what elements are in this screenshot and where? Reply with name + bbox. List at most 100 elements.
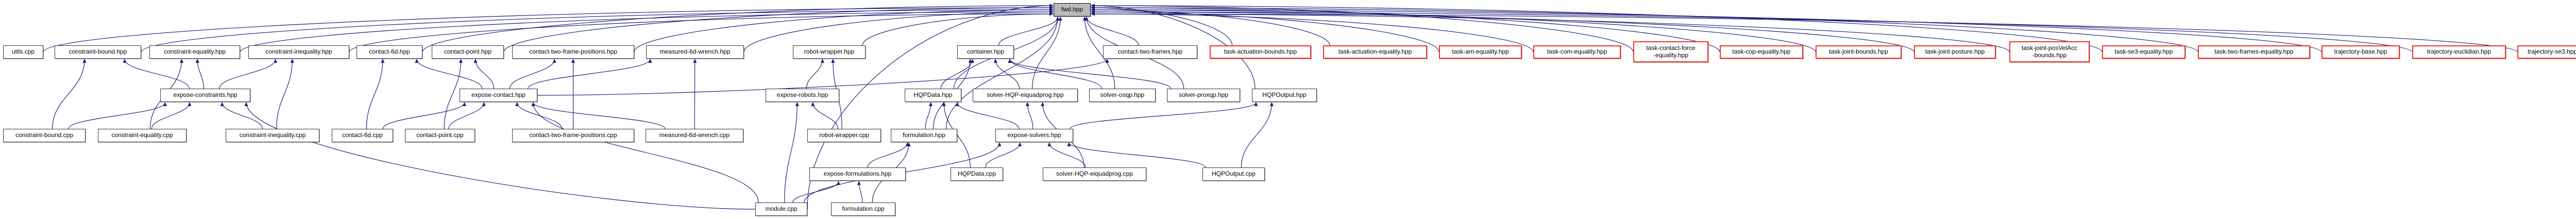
edge-module-cpp-to-expose-constraints-hpp [244, 102, 756, 210]
edge-solver-proxqp-hpp-to-container-hpp [1008, 59, 1172, 89]
graph-node-module-cpp[interactable]: module.cpp [755, 203, 807, 216]
graph-node-contact-two-frame-positions-hpp[interactable]: contact-two-frame-positions.hpp [512, 45, 634, 59]
graph-node-contact-point-hpp[interactable]: contact-point.hpp [432, 45, 504, 59]
edge-formulation-hpp-to-fwd-hpp [946, 16, 1060, 129]
graph-node-task-joint-posvelacc-bounds-hpp[interactable]: task-joint-posVelAcc -bounds.hpp [2009, 41, 2090, 62]
edge-hqpoutput-cpp-to-hqpoutput-hpp [1241, 102, 1274, 168]
edge-measured-6d-wrench-cpp-to-expose-contact-hpp [531, 102, 666, 129]
graph-node-constraint-inequality-hpp[interactable]: constraint-inequality.hpp [248, 45, 349, 59]
edge-task-actuation-bounds-hpp-to-fwd-hpp [1091, 6, 1233, 46]
graph-node-solver-hqp-eiquadprog-hpp[interactable]: solver-HQP-eiquadprog.hpp [973, 89, 1078, 102]
edge-module-cpp-to-expose-contact-hpp [531, 102, 759, 203]
graph-node-expose-formulations-hpp[interactable]: expose-formulations.hpp [809, 167, 906, 181]
graph-node-constraint-inequality-cpp[interactable]: constraint-inequality.cpp [226, 129, 319, 142]
graph-node-constraint-bound-cpp[interactable]: constraint-bound.cpp [3, 129, 86, 142]
graph-node-task-joint-posture-hpp[interactable]: task-joint-posture.hpp [1914, 45, 1996, 59]
graph-node-contact-two-frames-hpp[interactable]: contact-two-frames.hpp [1103, 45, 1197, 59]
graph-node-task-am-equality-hpp[interactable]: task-am-equality.hpp [1439, 45, 1522, 59]
graph-node-task-contact-force-equality-hpp[interactable]: task-contact-force -equality.hpp [1633, 41, 1708, 62]
edge-task-contact-force-equality-hpp-to-fwd-hpp [1091, 4, 1634, 52]
edge-expose-contact-hpp-to-measured-6d-wrench-hpp [528, 59, 652, 89]
graph-node-task-com-equality-hpp[interactable]: task-com-equality.hpp [1533, 45, 1621, 59]
graph-node-contact-point-cpp[interactable]: contact-point.cpp [405, 129, 475, 142]
edge-utils-cpp-to-fwd-hpp [43, 6, 1054, 53]
edge-contact-two-frames-hpp-to-fwd-hpp [1084, 16, 1139, 46]
graph-node-expose-constraints-hpp[interactable]: expose-constraints.hpp [160, 89, 250, 102]
graph-node-task-se3-equality-hpp[interactable]: task-se3-equality.hpp [2102, 45, 2185, 59]
edge-expose-solvers-hpp-to-solver-hqp-eiquadprog-hpp [1025, 102, 1033, 129]
graph-node-expose-solvers-hpp[interactable]: expose-solvers.hpp [995, 129, 1073, 142]
graph-node-solver-hqp-eiquadprog-cpp[interactable]: solver-HQP-eiquadprog.cpp [1043, 167, 1146, 181]
graph-node-utils-cpp[interactable]: utils.cpp [3, 45, 43, 59]
edge-solver-hqp-eiquadprog-cpp-to-expose-solvers-hpp [1047, 142, 1086, 168]
graph-node-trajectory-se3-hpp[interactable]: trajectory-se3.hpp [2517, 45, 2576, 59]
edge-measured-6d-wrench-cpp-to-measured-6d-wrench-hpp [693, 59, 697, 129]
edge-contact-6d-cpp-to-contact-6d-hpp [366, 59, 385, 129]
graph-node-trajectory-euclidian-hpp[interactable]: trajectory-euclidian.hpp [2412, 45, 2506, 59]
edge-module-cpp-to-fwd-hpp [807, 4, 1054, 210]
edge-module-cpp-to-expose-robots-hpp [784, 102, 799, 203]
graph-node-task-actuation-equality-hpp[interactable]: task-actuation-equality.hpp [1323, 45, 1427, 59]
edge-expose-solvers-hpp-to-hqpoutput-hpp [1070, 102, 1258, 129]
graph-node-hqpoutput-cpp[interactable]: HQPOutput.cpp [1202, 167, 1265, 181]
graph-node-container-hpp[interactable]: container.hpp [957, 45, 1014, 59]
graph-node-fwd-hpp[interactable]: fwd.hpp [1054, 3, 1091, 16]
graph-node-task-two-frames-equality-hpp[interactable]: task-two-frames-equality.hpp [2198, 45, 2310, 59]
graph-node-task-actuation-bounds-hpp[interactable]: task-actuation-bounds.hpp [1210, 45, 1311, 59]
edge-container-hpp-to-fwd-hpp [998, 16, 1060, 46]
edge-contact-point-cpp-to-contact-point-hpp [444, 59, 463, 129]
graph-node-measured-6d-wrench-hpp[interactable]: measured-6d-wrench.hpp [646, 45, 744, 59]
edge-task-joint-posture-hpp-to-fwd-hpp [1091, 10, 1914, 53]
edge-task-actuation-equality-hpp-to-fwd-hpp [1091, 8, 1330, 46]
graph-node-trajectory-base-hpp[interactable]: trajectory-base.hpp [2321, 45, 2400, 59]
graph-node-hqpdata-hpp[interactable]: HQPData.hpp [905, 89, 961, 102]
edge-trajectory-euclidian-hpp-to-fwd-hpp [1091, 10, 2413, 53]
edge-constraint-equality-hpp-to-fwd-hpp [240, 10, 1054, 53]
edge-robot-wrapper-hpp-to-fwd-hpp [862, 12, 1054, 46]
graph-node-formulation-hpp[interactable]: formulation.hpp [891, 129, 957, 142]
graph-node-contact-6d-cpp[interactable]: contact-6d.cpp [332, 129, 393, 142]
graph-node-expose-contact-hpp[interactable]: expose-contact.hpp [460, 89, 537, 102]
graph-node-robot-wrapper-cpp[interactable]: robot-wrapper.cpp [807, 129, 881, 142]
edge-contact-point-cpp-to-expose-contact-hpp [448, 102, 486, 129]
edge-expose-formulations-hpp-to-formulation-hpp [867, 142, 909, 168]
graph-node-constraint-equality-cpp[interactable]: constraint-equality.cpp [98, 129, 187, 142]
edge-contact-two-frame-positions-cpp-to-expose-contact-hpp [515, 102, 563, 129]
edge-expose-constraints-hpp-to-constraint-equality-hpp [195, 59, 204, 89]
edge-expose-robots-hpp-to-robot-wrapper-hpp [806, 59, 825, 89]
edge-expose-contact-hpp-to-contact-6d-hpp [415, 59, 483, 89]
graph-node-formulation-cpp[interactable]: formulation.cpp [831, 203, 895, 216]
graph-node-task-cop-equality-hpp[interactable]: task-cop-equality.hpp [1720, 45, 1803, 59]
graph-node-hqpoutput-hpp[interactable]: HQPOutput.hpp [1252, 89, 1317, 102]
edge-hqpdata-cpp-to-expose-solvers-hpp [985, 142, 1022, 168]
edge-constraint-bound-hpp-to-fwd-hpp [141, 8, 1054, 53]
edge-task-am-equality-hpp-to-fwd-hpp [1091, 10, 1439, 53]
graph-node-solver-proxqp-hpp[interactable]: solver-proxqp.hpp [1167, 89, 1240, 102]
graph-node-task-joint-bounds-hpp[interactable]: task-joint-bounds.hpp [1816, 45, 1902, 59]
graph-node-measured-6d-wrench-cpp[interactable]: measured-6d-wrench.cpp [646, 129, 743, 142]
graph-node-solver-osqp-hpp[interactable]: solver-osqp.hpp [1089, 89, 1156, 102]
edge-constraint-inequality-cpp-to-constraint-inequality-hpp [276, 59, 294, 129]
edge-solver-osqp-hpp-to-container-hpp [1008, 59, 1103, 89]
edge-expose-constraints-hpp-to-constraint-inequality-hpp [219, 59, 278, 89]
graph-node-constraint-equality-hpp[interactable]: constraint-equality.hpp [149, 45, 240, 59]
graph-node-expose-robots-hpp[interactable]: expose-robots.hpp [766, 89, 839, 102]
edge-task-two-frames-equality-hpp-to-fwd-hpp [1091, 6, 2198, 53]
edge-trajectory-base-hpp-to-fwd-hpp [1091, 8, 2322, 53]
edge-contact-two-frame-positions-hpp-to-fwd-hpp [634, 8, 1054, 53]
graph-node-robot-wrapper-hpp[interactable]: robot-wrapper.hpp [793, 45, 866, 59]
graph-node-contact-two-frame-positions-cpp[interactable]: contact-two-frame-positions.cpp [512, 129, 634, 142]
edge-contact-point-hpp-to-fwd-hpp [503, 6, 1054, 53]
edge-solver-hqp-eiquadprog-hpp-to-container-hpp [993, 59, 1020, 89]
edge-measured-6d-wrench-hpp-to-fwd-hpp [743, 10, 1054, 53]
edge-constraint-bound-cpp-to-expose-constraints-hpp [68, 102, 167, 129]
edge-solver-osqp-hpp-to-fwd-hpp [1082, 16, 1115, 89]
graph-node-hqpdata-cpp[interactable]: HQPData.cpp [951, 167, 1003, 181]
edge-constraint-inequality-hpp-to-fwd-hpp [349, 12, 1054, 53]
edge-expose-constraints-hpp-to-constraint-bound-hpp [123, 59, 190, 89]
graph-node-constraint-bound-hpp[interactable]: constraint-bound.hpp [55, 45, 141, 59]
graph-node-contact-6d-hpp[interactable]: contact-6d.hpp [357, 45, 422, 59]
